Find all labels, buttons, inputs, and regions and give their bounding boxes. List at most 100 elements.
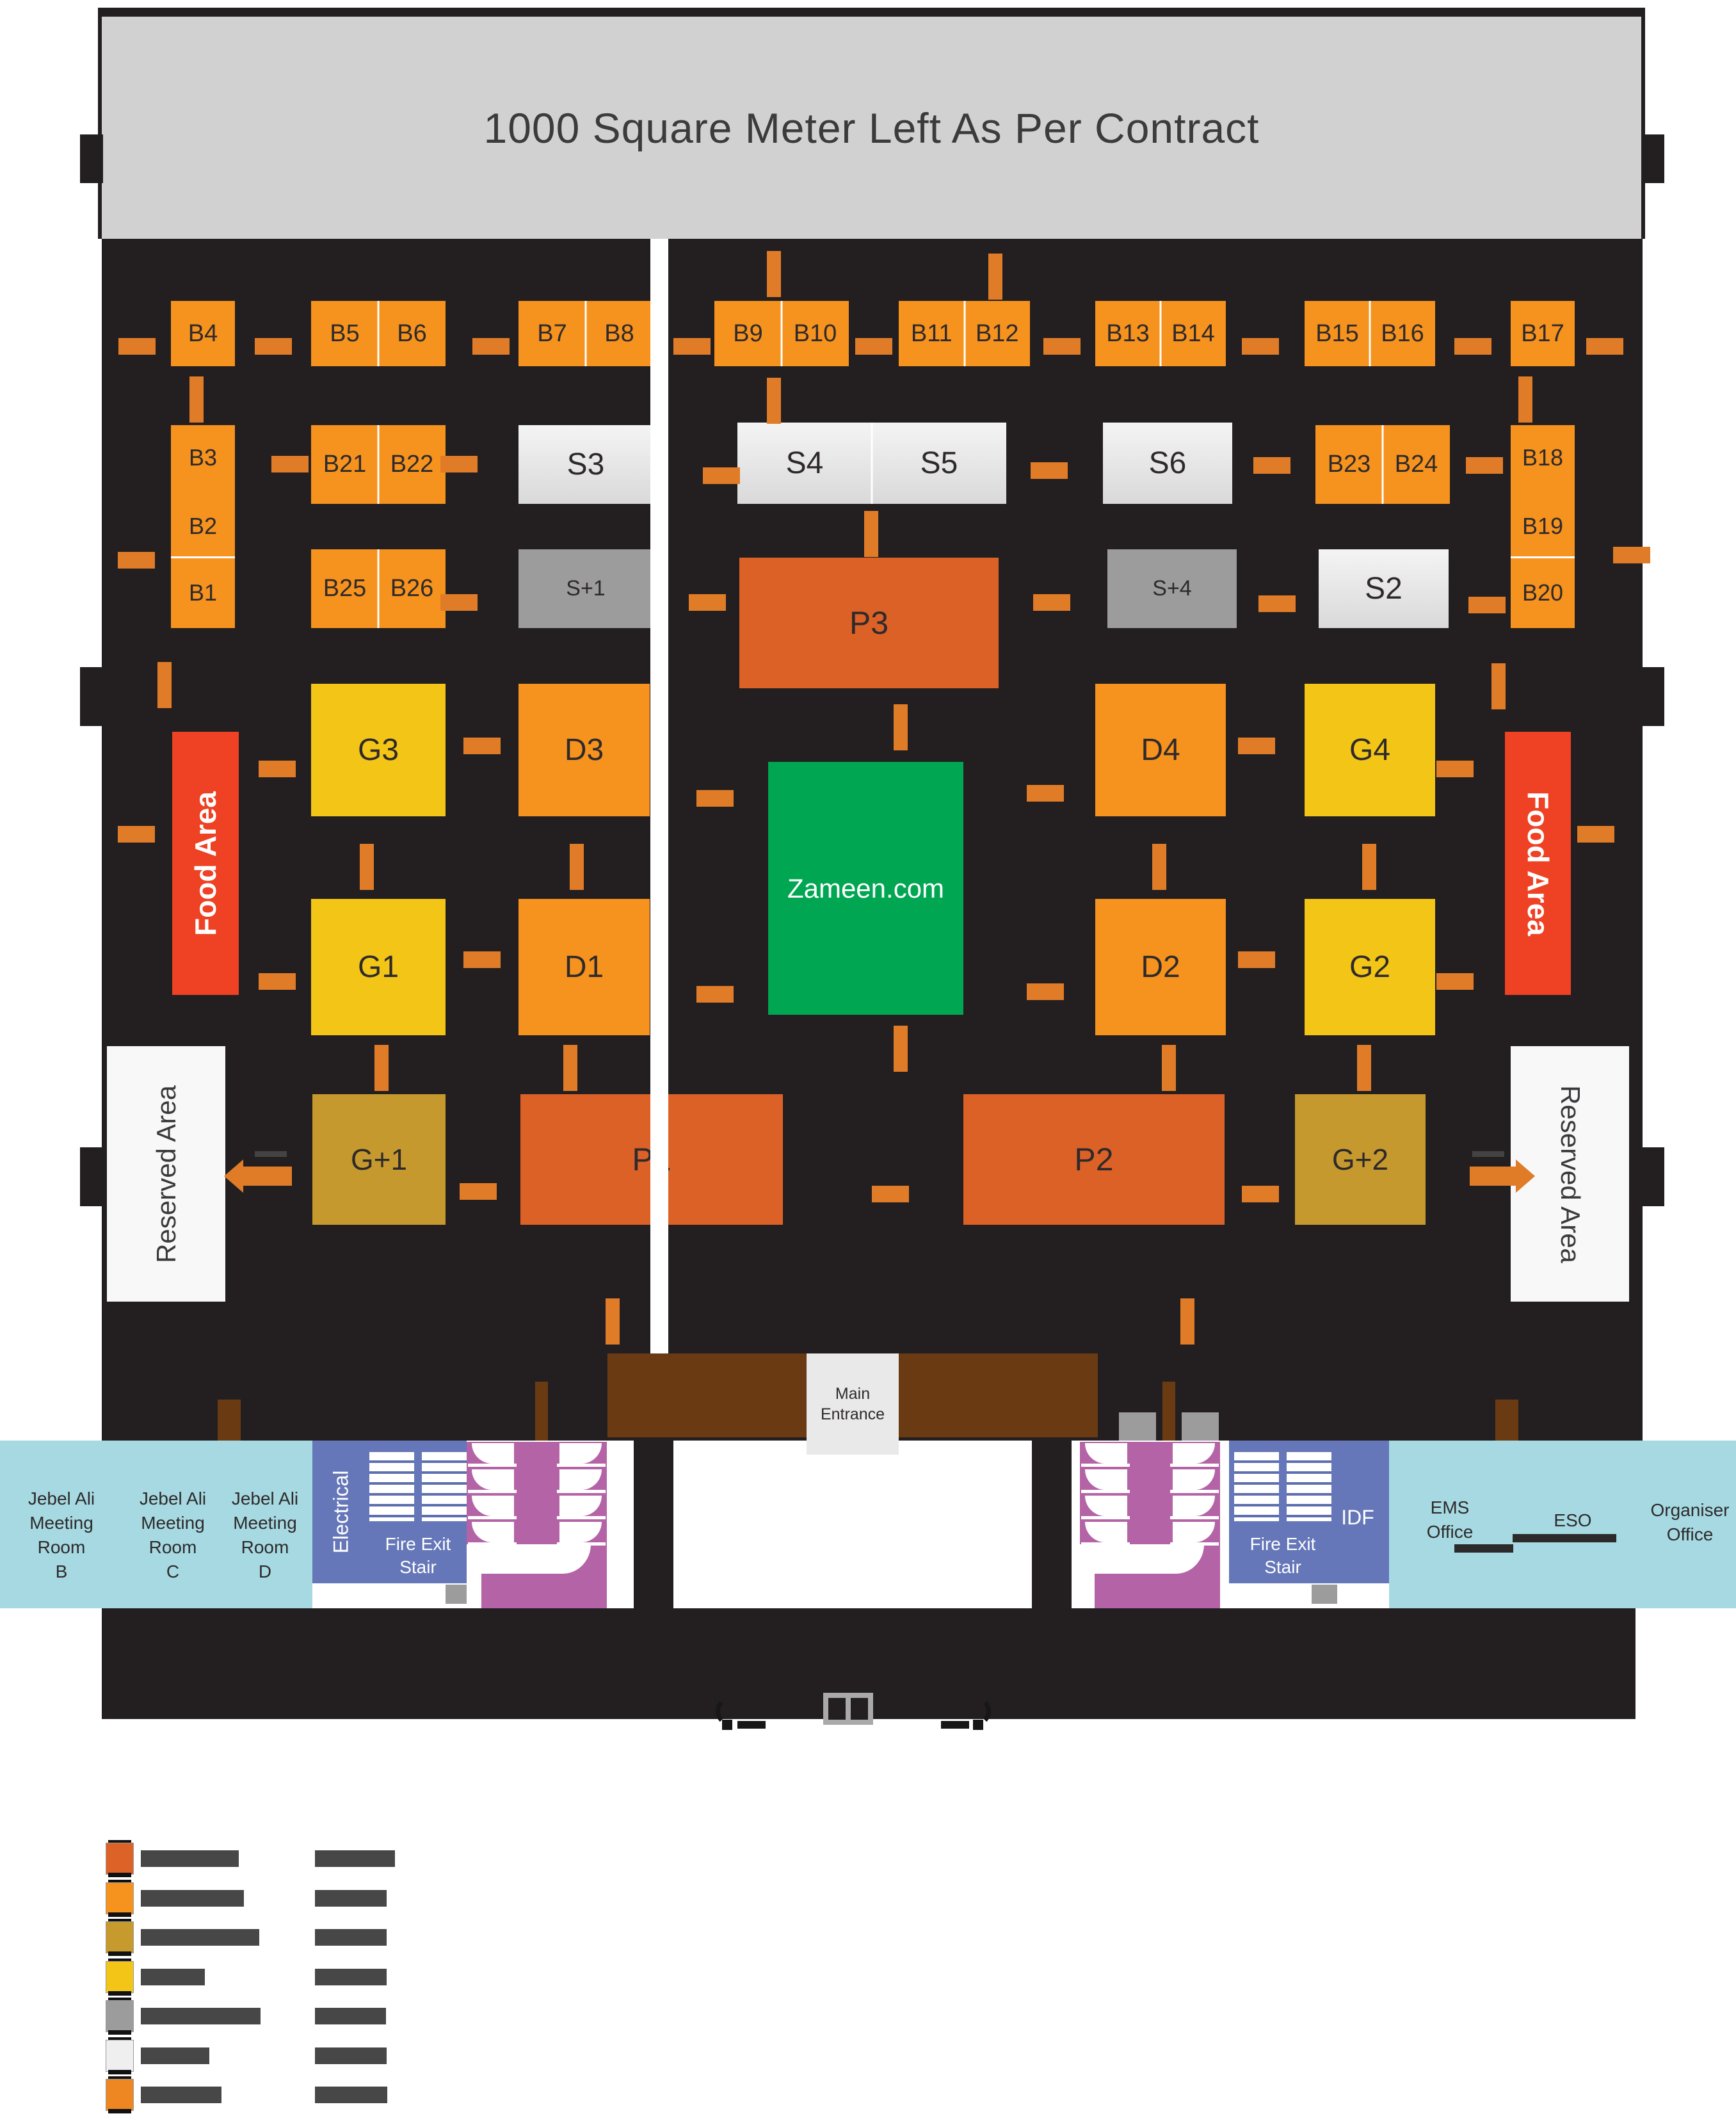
restroom-line <box>1170 1464 1219 1467</box>
restroom-corner <box>1080 1574 1095 1608</box>
booth-label: B15 <box>1315 319 1359 347</box>
door-marker <box>157 662 172 708</box>
door-marker <box>118 552 155 569</box>
booth-label: G1 <box>357 950 399 984</box>
door-marker <box>1362 844 1376 890</box>
booth-G3[interactable]: G3 <box>311 684 446 816</box>
restroom-line <box>1081 1464 1130 1467</box>
door-marker <box>894 704 908 750</box>
booth-S+4[interactable]: S+4 <box>1107 549 1237 628</box>
stairs-left <box>369 1451 467 1522</box>
eso-label: ESO <box>1554 1510 1592 1530</box>
door-marker <box>1258 595 1296 612</box>
legend-label-bar <box>141 1968 205 1985</box>
restroom-line <box>468 1490 517 1493</box>
legend-swatch-cap <box>108 2030 131 2035</box>
door-marker <box>855 338 892 355</box>
door-marker <box>259 973 296 990</box>
restroom-line <box>1081 1516 1130 1519</box>
booth-label: B6 <box>397 319 427 347</box>
food-zone[interactable]: Food Area <box>172 732 239 995</box>
banner-title: 1000 Square Meter Left As Per Contract <box>483 104 1260 152</box>
legend-swatch-cap <box>108 2069 131 2074</box>
legend-swatch-cap <box>108 2037 131 2042</box>
restroom-line <box>557 1542 606 1546</box>
booth-D2[interactable]: D2 <box>1095 899 1226 1035</box>
food-zone[interactable]: Food Area <box>1505 732 1571 995</box>
stairs-right <box>1234 1451 1331 1522</box>
legend-swatch-cap <box>108 1840 131 1845</box>
reserved-zone-label: Reserved Area <box>150 1085 181 1263</box>
organiser-office-label: Organiser Office <box>1650 1500 1730 1544</box>
door-marker <box>1033 594 1070 611</box>
main-entrance-label: Main Entrance <box>820 1385 885 1423</box>
booth-label: B13 <box>1106 319 1150 347</box>
door-marker <box>1577 826 1614 843</box>
booth-D1[interactable]: D1 <box>518 899 650 1035</box>
door-marker <box>1027 983 1064 1000</box>
restroom-corner <box>467 1574 481 1608</box>
door-marker <box>1242 338 1279 355</box>
gray-block <box>446 1585 467 1604</box>
booth-D4[interactable]: D4 <box>1095 684 1226 816</box>
meeting-rooms-section[interactable] <box>0 1441 312 1608</box>
booth-D3[interactable]: D3 <box>518 684 650 816</box>
stair-treads <box>1234 1452 1279 1521</box>
booth-P2[interactable]: P2 <box>963 1094 1225 1225</box>
door-marker <box>1436 761 1474 777</box>
booth-label: B9 <box>733 319 763 347</box>
booth-G1[interactable]: G1 <box>311 899 446 1035</box>
booth-label: B24 <box>1394 451 1438 478</box>
booth-B4[interactable]: B4 <box>171 301 235 366</box>
fire-exit-label-left: Fire Exit Stair <box>385 1534 451 1577</box>
booth-label: B1 <box>188 579 218 606</box>
booth-divider <box>963 301 965 366</box>
legend-value-bar <box>315 1968 387 1985</box>
booth-S+1[interactable]: S+1 <box>518 549 653 628</box>
legend-value-bar <box>315 2047 387 2064</box>
booth-S2[interactable]: S2 <box>1319 549 1449 628</box>
offices-section[interactable] <box>1389 1441 1736 1608</box>
booth-label: S+1 <box>566 576 606 601</box>
ems-desk <box>1454 1544 1513 1553</box>
main-entrance[interactable]: Main Entrance <box>807 1353 899 1455</box>
door-marker <box>255 338 292 355</box>
booth-S6[interactable]: S6 <box>1103 423 1232 504</box>
booth-S3[interactable]: S3 <box>518 425 653 504</box>
door-marker <box>463 951 501 968</box>
booth-P3[interactable]: P3 <box>739 558 999 688</box>
door-marker <box>1043 338 1081 355</box>
reserved-zone[interactable]: Reserved Area <box>107 1046 225 1302</box>
legend-swatch-cap <box>108 1879 131 1884</box>
wall-tab <box>1641 667 1664 726</box>
booth-G+1[interactable]: G+1 <box>312 1094 446 1225</box>
legend-swatch-cap <box>108 1912 131 1917</box>
stair-treads <box>422 1452 467 1521</box>
booth-Zameen.com[interactable]: Zameen.com <box>768 762 963 1015</box>
door-stub <box>737 1721 766 1729</box>
door-marker <box>118 826 155 843</box>
booth-G4[interactable]: G4 <box>1305 684 1435 816</box>
idf-label: IDF <box>1341 1505 1374 1529</box>
legend-swatch-cap <box>108 1873 131 1877</box>
booth-B17[interactable]: B17 <box>1511 301 1575 366</box>
legend-swatch <box>106 1921 134 1953</box>
booth-G2[interactable]: G2 <box>1305 899 1435 1035</box>
booth-G+2[interactable]: G+2 <box>1295 1094 1426 1225</box>
entrance-door-box <box>823 1693 873 1725</box>
door-marker <box>189 376 204 423</box>
restroom-line <box>1170 1516 1219 1519</box>
